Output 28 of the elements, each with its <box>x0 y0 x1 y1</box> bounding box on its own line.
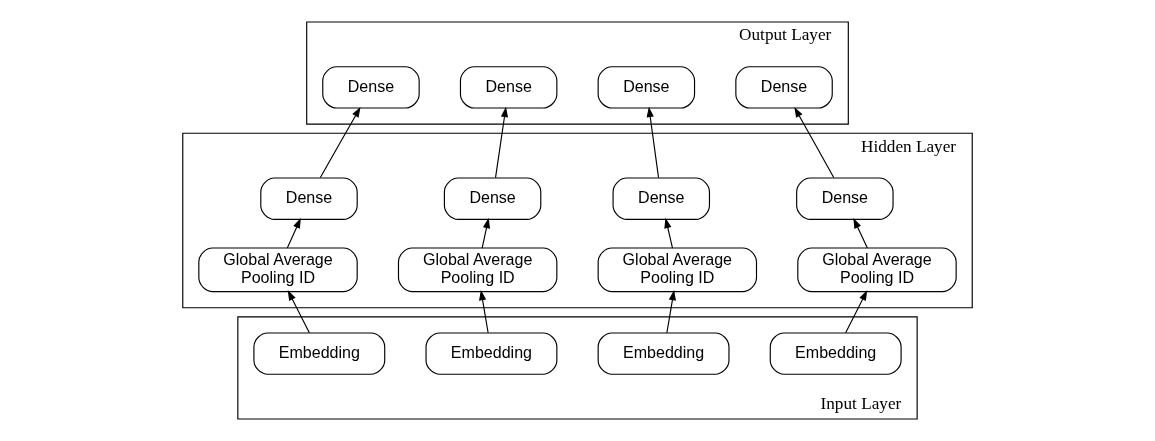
arrow <box>479 289 489 334</box>
node-box: Global Average Pooling ID <box>397 247 558 293</box>
arrow <box>646 106 660 179</box>
arrow <box>794 106 835 179</box>
node-box: Dense <box>443 177 542 220</box>
node-box: Global Average Pooling ID <box>198 247 358 293</box>
node-box: Dense <box>796 177 894 220</box>
arrow <box>494 106 509 179</box>
arrow <box>481 217 491 249</box>
arrow <box>664 217 674 249</box>
arrow <box>666 289 676 334</box>
node-box: Embedding <box>253 332 386 375</box>
node-box: Global Average Pooling ID <box>597 247 758 293</box>
arrow <box>845 290 868 334</box>
node-box: Embedding <box>769 332 902 375</box>
node-box: Embedding <box>597 332 730 375</box>
arrow <box>319 106 361 179</box>
arrow <box>286 217 301 249</box>
node-box: Embedding <box>425 332 558 375</box>
node-box: Dense <box>459 66 558 109</box>
node-box: Dense <box>322 66 420 109</box>
node-box: Global Average Pooling ID <box>797 247 957 293</box>
node-box: Dense <box>597 66 696 109</box>
node-box: Dense <box>735 66 833 109</box>
arrow <box>287 290 310 334</box>
node-box: Dense <box>612 177 711 220</box>
arrow <box>853 217 868 249</box>
node-box: Dense <box>260 177 358 220</box>
